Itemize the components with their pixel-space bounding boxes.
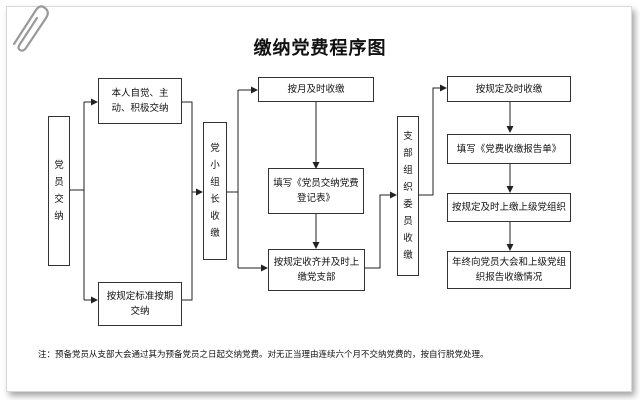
box-timely-collect: 按规定及时收缴 [447, 76, 571, 102]
box-monthly-collect: 按月及时收缴 [258, 77, 374, 102]
box-year-end-report: 年终向党员大会和上级党组织报告收缴情况 [447, 251, 571, 289]
diagram-title: 缴纳党费程序图 [253, 38, 387, 59]
box-submit-upper: 按规定及时上缴上级党组织 [447, 193, 571, 222]
box-submit-branch: 按规定收齐并及时上缴党支部 [268, 249, 365, 291]
box-branch-committee: 支部组织委员收缴 [397, 116, 419, 276]
box-self-pay: 本人自觉、主动、积极交纳 [98, 78, 182, 124]
footnote: 注：预备党员从支部大会通过其为预备党员之日起交纳党费。对无正当理由连续六个月不交… [38, 350, 489, 360]
box-group-leader: 党小组长收缴 [203, 122, 227, 260]
box-party-member: 党员交纳 [48, 116, 70, 266]
box-standard-pay: 按规定标准按期交纳 [98, 282, 182, 326]
paperclip-icon [12, 5, 49, 52]
box-fill-register: 填写《党员交纳党费登记表》 [268, 168, 364, 214]
box-fill-report: 填写《党费收缴报告单》 [447, 134, 571, 164]
